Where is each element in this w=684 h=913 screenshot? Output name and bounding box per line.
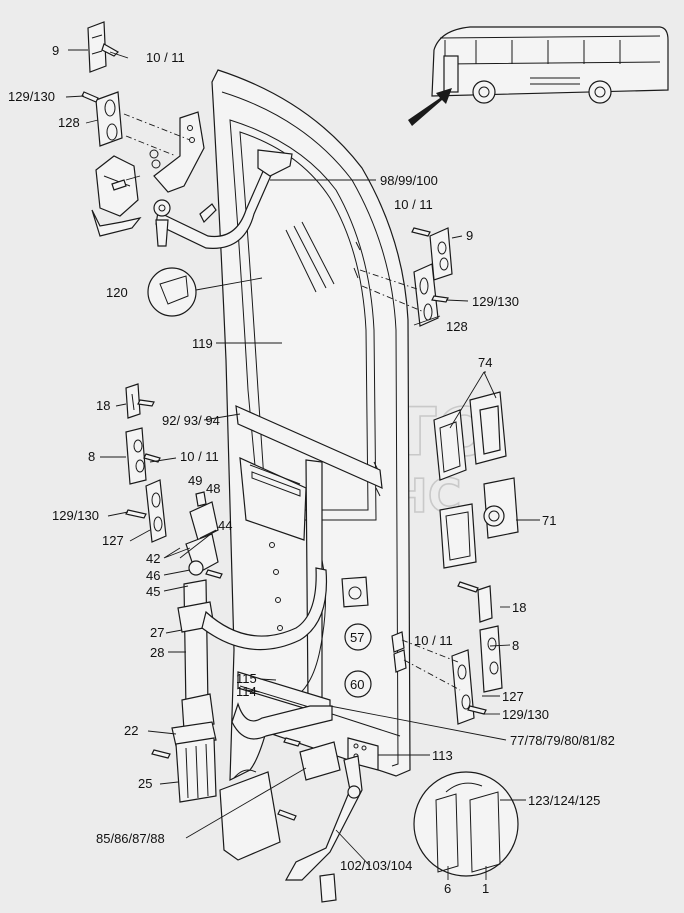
bracket-127-left — [125, 479, 167, 543]
bus-thumbnail — [408, 26, 669, 126]
marker-circle-57 — [344, 623, 372, 651]
label-46: 46 — [146, 568, 160, 583]
door-cylinder — [151, 721, 217, 803]
detail-120 — [147, 267, 263, 317]
label-127-right: 127 — [502, 689, 524, 704]
label-123-124-125: 123/124/125 — [528, 793, 600, 808]
stop-block-top — [91, 155, 142, 237]
bracket-8-right — [479, 625, 503, 693]
label-9-top: 9 — [52, 43, 59, 58]
label-127-left: 127 — [102, 533, 124, 548]
part-labels: 9 10 / 11 129/130 128 98/99/100 10 / 11 … — [8, 43, 615, 896]
label-48: 48 — [206, 481, 220, 496]
label-128-right: 128 — [446, 319, 468, 334]
seal-74 — [433, 391, 507, 481]
label-44: 44 — [218, 518, 232, 533]
label-98-99-100: 98/99/100 — [380, 173, 438, 188]
label-92-93-94: 92/ 93/ 94 — [162, 413, 220, 428]
label-71: 71 — [542, 513, 556, 528]
label-9-right: 9 — [466, 228, 473, 243]
horizontal-grab-bar — [235, 405, 383, 489]
label-74: 74 — [478, 355, 492, 370]
cover-85 — [219, 769, 297, 861]
label-77-82: 77/78/79/80/81/82 — [510, 733, 615, 748]
label-60: 60 — [350, 677, 364, 692]
leader-lines — [65, 49, 540, 880]
label-1: 1 — [482, 881, 489, 896]
label-10-11-left: 10 / 11 — [180, 449, 219, 464]
label-10-11-lower-right: 10 / 11 — [414, 633, 453, 648]
pivot-block — [185, 491, 223, 579]
label-8-right: 8 — [512, 638, 519, 653]
bracket-127-right — [391, 631, 487, 725]
label-129-130-left: 129/130 — [52, 508, 99, 523]
label-129-130-lower-right: 129/130 — [502, 707, 549, 722]
upper-pivot-arm — [153, 149, 293, 249]
label-22: 22 — [124, 723, 138, 738]
bracket-8-left — [125, 427, 161, 485]
label-85-86-87-88: 85/86/87/88 — [96, 831, 165, 846]
label-8-left: 8 — [88, 449, 95, 464]
label-27: 27 — [150, 625, 164, 640]
label-28: 28 — [150, 645, 164, 660]
latch-square — [341, 576, 369, 608]
label-25: 25 — [138, 776, 152, 791]
label-18-left: 18 — [96, 398, 110, 413]
marker-circle-60 — [344, 670, 372, 698]
bracket-128-top — [81, 91, 123, 147]
arrow-icon — [408, 88, 452, 126]
label-114: 114 — [236, 684, 257, 699]
label-42: 42 — [146, 551, 160, 566]
lower-rail — [231, 671, 401, 740]
lower-pivot-arm — [201, 567, 328, 651]
lock-71 — [439, 477, 519, 569]
pivot-shaft — [177, 579, 215, 731]
label-120: 120 — [106, 285, 128, 300]
label-128-top: 128 — [58, 115, 80, 130]
angle-bracket-top — [123, 111, 205, 193]
bracket-18-left — [125, 383, 155, 419]
label-6: 6 — [444, 881, 451, 896]
label-113: 113 — [432, 748, 453, 763]
bracket-9-top — [87, 21, 129, 73]
label-102-103-104: 102/103/104 — [340, 858, 412, 873]
label-129-130-right: 129/130 — [472, 294, 519, 309]
bus-front-door — [443, 55, 459, 93]
label-10-11-right: 10 / 11 — [394, 197, 433, 212]
reference-markers — [344, 623, 372, 698]
lower-block — [283, 737, 379, 781]
label-49: 49 — [188, 473, 202, 488]
detail-123 — [413, 771, 519, 877]
label-115: 115 — [236, 671, 257, 686]
frame-holes — [269, 542, 283, 631]
label-129-130-top: 129/130 — [8, 89, 55, 104]
label-119: 119 — [192, 336, 213, 351]
label-18-right: 18 — [512, 600, 526, 615]
lock-plate — [239, 457, 307, 541]
lower-link-arm — [284, 755, 363, 903]
label-10-11-top: 10 / 11 — [146, 50, 185, 65]
bracket-128-right — [359, 263, 449, 327]
label-45: 45 — [146, 584, 160, 599]
bracket-18-right — [457, 581, 493, 623]
label-57: 57 — [350, 630, 364, 645]
